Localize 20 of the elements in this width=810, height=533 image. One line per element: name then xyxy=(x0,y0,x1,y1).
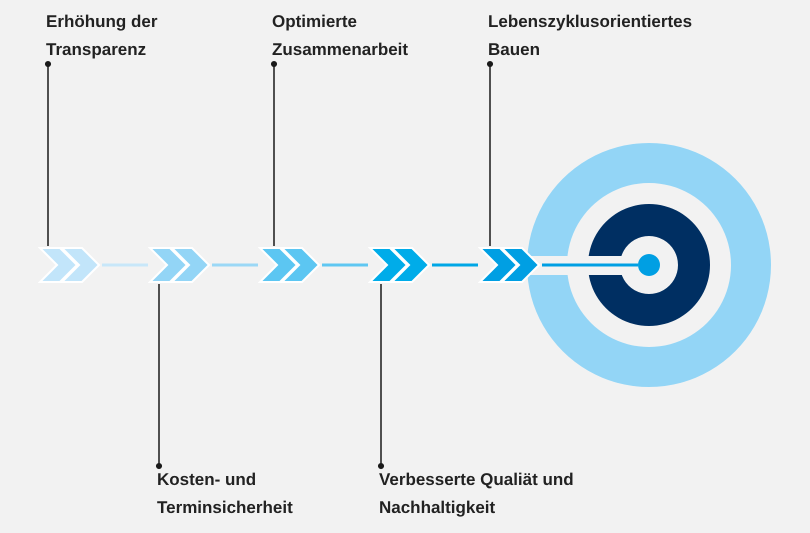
leader-line xyxy=(44,60,52,246)
connector-line xyxy=(212,264,258,266)
milestone-label: Erhöhung der Transparenz xyxy=(46,8,246,64)
chevron-icon xyxy=(368,246,432,284)
leader-line xyxy=(486,60,494,246)
leader-line xyxy=(270,60,278,246)
connector-line xyxy=(432,264,478,266)
target-center-dot xyxy=(638,254,660,276)
chevron-icon xyxy=(258,246,322,284)
connector-line xyxy=(102,264,148,266)
chevron-icon xyxy=(38,246,102,284)
milestone-label: Kosten- und Terminsicherheit xyxy=(157,466,357,522)
chevron-icon xyxy=(478,246,542,284)
leader-line xyxy=(378,284,384,470)
chevron-icon xyxy=(148,246,212,284)
milestone-label: Lebenszyklusorientiertes Bauen xyxy=(488,8,748,64)
connector-line xyxy=(322,264,368,266)
milestone-label: Optimierte Zusammenarbeit xyxy=(272,8,472,64)
milestone-label: Verbesserte Qualiät und Nachhaltigkeit xyxy=(379,466,639,522)
leader-line xyxy=(156,284,162,470)
